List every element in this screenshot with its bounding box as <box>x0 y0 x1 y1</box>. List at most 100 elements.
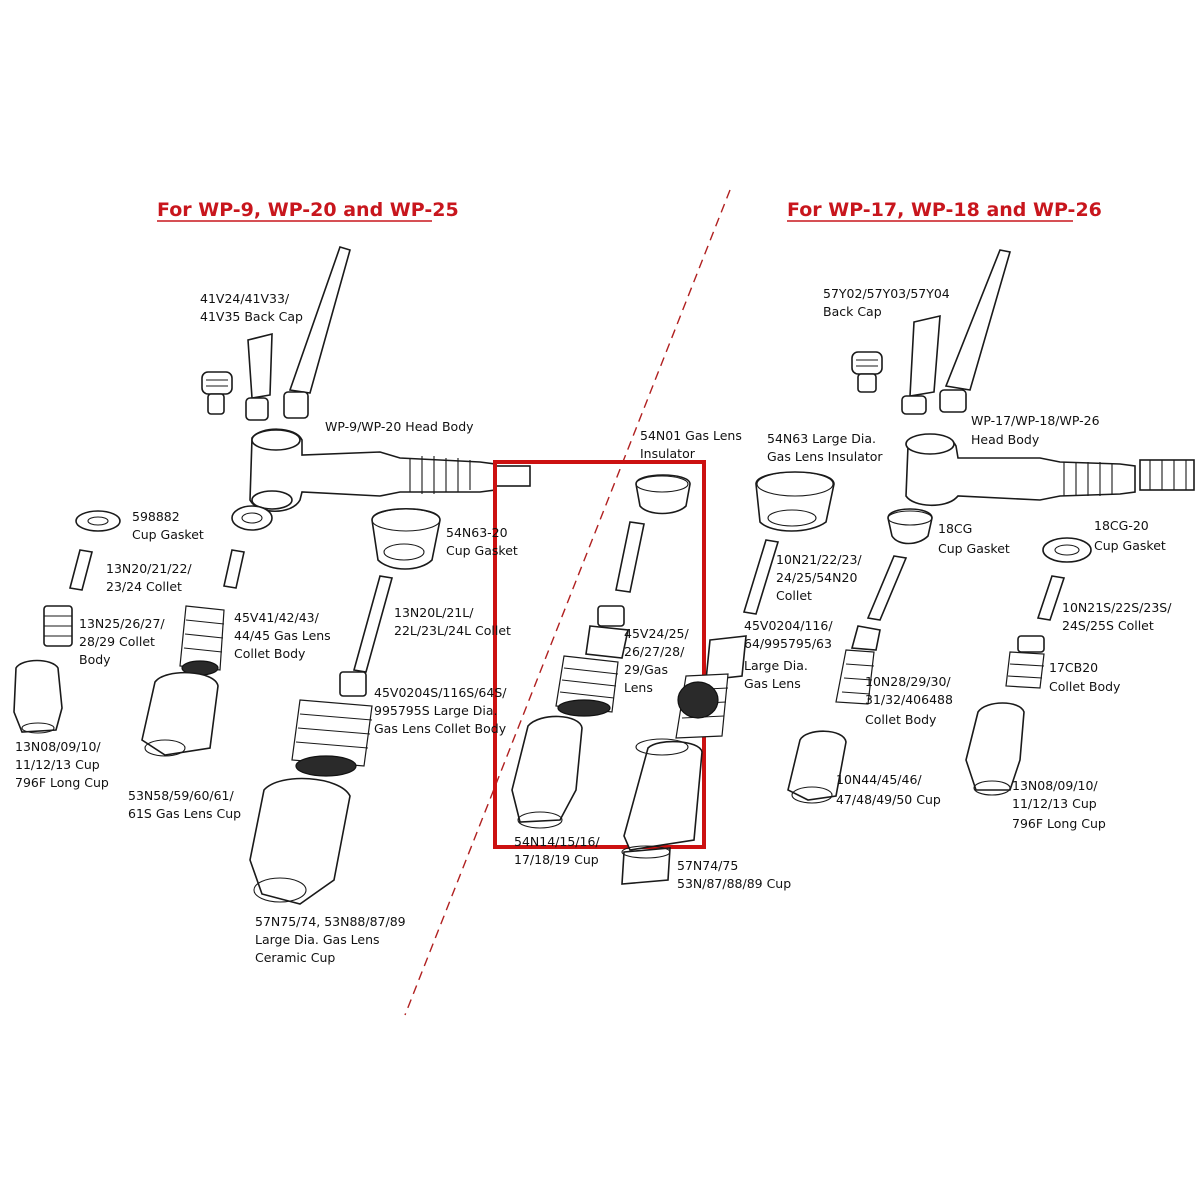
part-label-line: 24S/25S Collet <box>1062 618 1154 633</box>
center-parts <box>511 474 703 885</box>
label-right-head-body: WP-17/WP-18/WP-26 Head Body <box>971 413 1100 447</box>
part-label-line: 41V35 Back Cap <box>200 309 303 324</box>
part-label-line: Large Dia. Gas Lens <box>255 932 380 947</box>
part-label-line: 61S Gas Lens Cup <box>128 806 241 821</box>
part-label-line: 44/45 Gas Lens <box>234 628 331 643</box>
section-divider <box>404 189 731 1016</box>
part-label-line: 796F Long Cup <box>15 775 109 790</box>
part-label-line: 17CB20 <box>1049 660 1098 675</box>
part-label-line: 45V0204/116/ <box>744 618 833 633</box>
part-label-line: 54N01 Gas Lens <box>640 428 742 443</box>
part-label-line: 54N63-20 <box>446 525 508 540</box>
part-label-line: Cup Gasket <box>446 543 518 558</box>
right-small-parts <box>787 508 1092 804</box>
part-label-line: 24/25/54N20 <box>776 570 857 585</box>
part-label-line: 10N21/22/23/ <box>776 552 862 567</box>
part-label-line: Lens <box>624 680 653 695</box>
part-label-line: 45V41/42/43/ <box>234 610 320 625</box>
part-label-line: 13N20L/21L/ <box>394 605 474 620</box>
part-label-line: 26/27/28/ <box>624 644 685 659</box>
label-center-large-cup: 57N74/75 53N/87/88/89 Cup <box>677 858 791 891</box>
part-label-line: Gas Lens <box>744 676 801 691</box>
part-label-line: 10N44/45/46/ <box>836 772 922 787</box>
label-right-back-cap: 57Y02/57Y03/57Y04 Back Cap <box>823 286 950 319</box>
part-label-line: Back Cap <box>823 304 882 319</box>
label-right-cup-gasket-2: 18CG-20 Cup Gasket <box>1094 518 1166 553</box>
right-head-body <box>905 433 1195 507</box>
label-collet-body: 13N25/26/27/ 28/29 Collet Body <box>79 616 165 667</box>
part-label-line: 45V0204S/116S/64S/ <box>374 685 507 700</box>
part-label-line: 57N75/74, 53N88/87/89 <box>255 914 406 929</box>
mid-right-parts <box>675 471 835 739</box>
label-right-cup-gasket: 18CG Cup Gasket <box>938 521 1010 556</box>
part-label-line: Body <box>79 652 111 667</box>
part-label-line: 13N25/26/27/ <box>79 616 165 631</box>
part-label-line: 11/12/13 Cup <box>15 757 100 772</box>
header-left: For WP-9, WP-20 and WP-25 <box>157 199 459 221</box>
part-label-line: Collet Body <box>1049 679 1121 694</box>
part-label-line: 13N08/09/10/ <box>15 739 101 754</box>
header-right: For WP-17, WP-18 and WP-26 <box>787 199 1102 221</box>
label-right-collet: 10N21S/22S/23S/ 24S/25S Collet <box>1062 600 1172 633</box>
label-right-cup-2: 13N08/09/10/ 11/12/13 Cup 796F Long Cup <box>1012 778 1106 831</box>
part-label-line: Insulator <box>640 446 696 461</box>
part-label-line: 17/18/19 Cup <box>514 852 599 867</box>
label-cup: 13N08/09/10/ 11/12/13 Cup 796F Long Cup <box>15 739 109 790</box>
part-label-line: 41V24/41V33/ <box>200 291 290 306</box>
part-label-line: 22L/23L/24L Collet <box>394 623 511 638</box>
part-label-line: WP-9/WP-20 Head Body <box>325 419 474 434</box>
label-mid-collet: 10N21/22/23/ 24/25/54N20 Collet <box>776 552 862 603</box>
label-head-body: WP-9/WP-20 Head Body <box>325 419 474 434</box>
part-label-line: Collet Body <box>234 646 306 661</box>
part-label-line: 11/12/13 Cup <box>1012 796 1097 811</box>
part-label-line: 28/29 Collet <box>79 634 155 649</box>
part-label-line: 10N28/29/30/ <box>865 674 951 689</box>
label-center-cup: 54N14/15/16/ 17/18/19 Cup <box>514 834 600 867</box>
part-label-line: 995795S Large Dia. <box>374 703 498 718</box>
label-right-collet-body-2: 17CB20 Collet Body <box>1049 660 1121 694</box>
part-label-line: Gas Lens Insulator <box>767 449 883 464</box>
part-label-line: Gas Lens Collet Body <box>374 721 507 736</box>
part-label-line: 13N20/21/22/ <box>106 561 192 576</box>
part-label-line: WP-17/WP-18/WP-26 <box>971 413 1100 428</box>
label-right-collet-body: 10N28/29/30/ 31/32/406488 Collet Body <box>865 674 953 727</box>
label-large-collet-body: 45V0204S/116S/64S/ 995795S Large Dia. Ga… <box>374 685 507 736</box>
part-label-line: 54N14/15/16/ <box>514 834 600 849</box>
part-label-line: 57Y02/57Y03/57Y04 <box>823 286 950 301</box>
part-label-line: 796F Long Cup <box>1012 816 1106 831</box>
label-large-ceramic-cup: 57N75/74, 53N88/87/89 Large Dia. Gas Len… <box>255 914 406 965</box>
part-label-line: 47/48/49/50 Cup <box>836 792 941 807</box>
label-gas-lens-insulator: 54N01 Gas Lens Insulator <box>640 428 742 461</box>
part-label-line: 54N63 Large Dia. <box>767 431 876 446</box>
part-label-line: Cup Gasket <box>132 527 204 542</box>
part-label-line: Cup Gasket <box>1094 538 1166 553</box>
part-label-line: 18CG <box>938 521 972 536</box>
part-label-line: 57N74/75 <box>677 858 738 873</box>
left-back-caps <box>201 246 351 421</box>
part-label-line: 53N58/59/60/61/ <box>128 788 235 803</box>
part-label-line: Cup Gasket <box>938 541 1010 556</box>
label-right-cup-1: 10N44/45/46/ 47/48/49/50 Cup <box>836 772 941 807</box>
part-label-line: 10N21S/22S/23S/ <box>1062 600 1172 615</box>
label-gas-lens-cup: 53N58/59/60/61/ 61S Gas Lens Cup <box>128 788 241 821</box>
label-cup-gasket-2: 54N63-20 Cup Gasket <box>446 525 518 558</box>
label-large-gas-lens: 45V0204/116/ 64/995795/63 Large Dia. Gas… <box>744 618 833 691</box>
part-label-line: 13N08/09/10/ <box>1012 778 1098 793</box>
part-label-line: Ceramic Cup <box>255 950 335 965</box>
part-label-line: 23/24 Collet <box>106 579 182 594</box>
part-label-line: 31/32/406488 <box>865 692 953 707</box>
part-label-line: 29/Gas <box>624 662 668 677</box>
label-collet: 13N20/21/22/ 23/24 Collet <box>106 561 192 594</box>
part-label-line: 53N/87/88/89 Cup <box>677 876 791 891</box>
right-back-caps <box>851 249 1012 415</box>
part-label-line: 45V24/25/ <box>624 626 689 641</box>
label-back-cap: 41V24/41V33/ 41V35 Back Cap <box>200 291 303 324</box>
part-label-line: 18CG-20 <box>1094 518 1149 533</box>
label-gas-lens-collet-body: 45V41/42/43/ 44/45 Gas Lens Collet Body <box>234 610 331 661</box>
label-collet-long: 13N20L/21L/ 22L/23L/24L Collet <box>394 605 511 638</box>
highlight-box <box>493 460 706 849</box>
left-small-parts <box>13 505 441 905</box>
part-label-line: Large Dia. <box>744 658 808 673</box>
part-label-line: 64/995795/63 <box>744 636 832 651</box>
